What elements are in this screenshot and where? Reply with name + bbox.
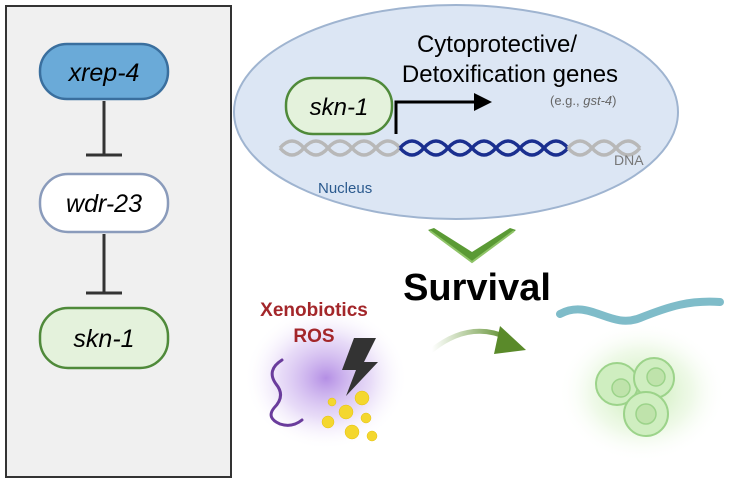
stress-line1: Xenobiotics [260, 300, 368, 321]
wdr-23-label: wdr-23 [66, 190, 142, 218]
nuclear-skn-1-node: skn-1 [284, 76, 394, 136]
example-gene: (e.g., gst-4) [550, 93, 617, 108]
dna-label: DNA [614, 152, 644, 168]
dna-helix [278, 139, 642, 157]
protection-arrow [429, 326, 526, 354]
cells-icon [595, 357, 675, 437]
target-genes-line2: Detoxification genes [402, 61, 618, 88]
chevron-down-icon [428, 228, 516, 264]
skn-1-label: skn-1 [73, 325, 134, 353]
inhibition-2 [86, 234, 122, 295]
xrep-4-node: xrep-4 [38, 42, 170, 101]
inhibition-1 [86, 101, 122, 157]
nuclear-skn-1-label: skn-1 [310, 94, 369, 121]
ros-particles-icon [321, 390, 378, 442]
worm-icon [556, 297, 724, 325]
xenobiotic-molecule-icon [269, 358, 304, 427]
nucleus [233, 4, 679, 220]
skn-1-node: skn-1 [38, 306, 170, 370]
nucleus-label: Nucleus [318, 180, 372, 197]
transcription-arrow [394, 93, 492, 134]
stress-line2: ROS [293, 326, 334, 347]
survival-label: Survival [403, 267, 551, 309]
target-genes-line1: Cytoprotective/ [417, 31, 577, 58]
xrep-4-label: xrep-4 [68, 59, 140, 87]
lightning-icon [342, 338, 378, 396]
wdr-23-node: wdr-23 [38, 172, 170, 234]
